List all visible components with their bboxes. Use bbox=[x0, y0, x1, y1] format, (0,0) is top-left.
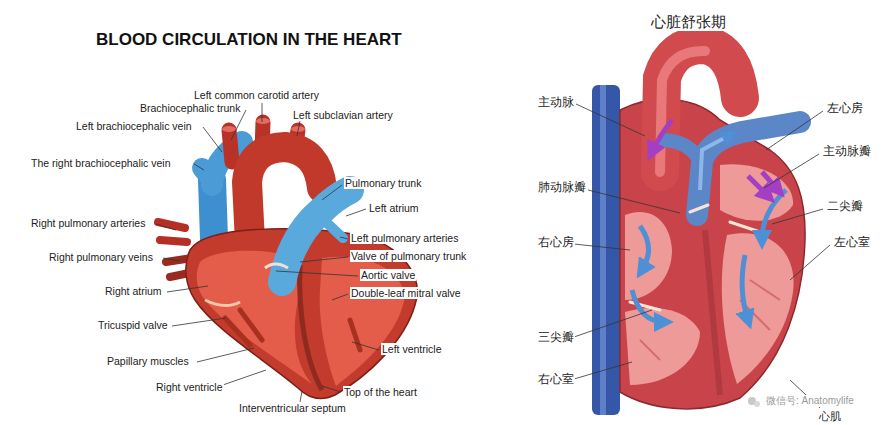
part-label: The right brachiocephalic vein bbox=[30, 157, 172, 169]
illustration-shape bbox=[588, 190, 680, 213]
part-label: Left ventricle bbox=[381, 343, 443, 355]
part-label: 三尖瓣 bbox=[537, 331, 575, 345]
part-label: Brachiocephalic trunk bbox=[139, 102, 241, 114]
illustration-shape bbox=[262, 103, 263, 122]
illustration-shape bbox=[632, 290, 664, 322]
illustration-shape bbox=[574, 244, 630, 250]
illustration-shape bbox=[700, 135, 730, 190]
part-label: 右心房 bbox=[537, 236, 575, 250]
part-label: 心肌 bbox=[818, 410, 842, 423]
illustration-shape bbox=[322, 185, 342, 200]
illustration-shape bbox=[158, 222, 185, 228]
illustration-shape bbox=[762, 190, 786, 240]
part-label: 肺动脉瓣 bbox=[537, 181, 587, 195]
illustration-shape bbox=[660, 51, 705, 172]
part-label: Right ventricle bbox=[155, 381, 224, 393]
diagram-title: BLOOD CIRCULATION IN THE HEART bbox=[96, 30, 402, 50]
part-label: Left pulmonary arteries bbox=[350, 232, 459, 244]
part-label: Interventricular septum bbox=[238, 402, 347, 414]
illustration-shape bbox=[265, 264, 288, 268]
part-label: Left atrium bbox=[368, 202, 420, 214]
part-label: 二尖瓣 bbox=[826, 200, 864, 214]
illustration-shape bbox=[231, 110, 246, 140]
illustration-shape bbox=[217, 370, 266, 387]
part-label: Top of the heart bbox=[343, 386, 418, 398]
part-label: Right atrium bbox=[104, 285, 163, 297]
illustration-shape bbox=[156, 224, 176, 230]
illustration-shape bbox=[222, 126, 236, 132]
part-label: Aortic valve bbox=[360, 269, 416, 281]
part-label: 主动脉 bbox=[537, 96, 575, 110]
part-label: Valve of pulmonary trunk bbox=[350, 250, 467, 262]
illustration-shape bbox=[766, 111, 823, 150]
illustration-shape bbox=[764, 154, 819, 188]
right-heart-section bbox=[592, 45, 805, 415]
part-label: 左心房 bbox=[826, 102, 864, 116]
watermark: 微信号: Anatomylife bbox=[765, 395, 855, 407]
illustration-shape bbox=[332, 294, 348, 300]
illustration-shape bbox=[256, 118, 270, 124]
illustration-shape bbox=[225, 310, 360, 350]
illustration-shape bbox=[194, 164, 204, 170]
part-label: Pulmonary trunk bbox=[344, 177, 422, 189]
panel-heading: 心脏舒张期 bbox=[650, 13, 727, 30]
illustration-shape bbox=[625, 212, 672, 300]
illustration-shape bbox=[167, 286, 208, 292]
part-label: Right pulmonary veins bbox=[48, 251, 154, 263]
illustration-shape bbox=[300, 257, 348, 262]
part-label: Left subclavian artery bbox=[292, 109, 394, 121]
illustration-shape bbox=[203, 127, 222, 152]
illustration-shape bbox=[790, 245, 830, 280]
illustration-shape bbox=[328, 224, 343, 238]
illustration-shape bbox=[352, 342, 379, 350]
part-label: Left common carotid artery bbox=[193, 89, 320, 101]
illustration-shape bbox=[592, 85, 620, 415]
illustration-shape bbox=[574, 362, 632, 379]
part-label: 主动脉瓣 bbox=[822, 145, 872, 159]
illustration-shape bbox=[722, 233, 794, 384]
illustration-shape bbox=[276, 271, 358, 276]
illustration-shape bbox=[322, 386, 341, 392]
part-label: Left brachiocephalic vein bbox=[75, 120, 193, 132]
illustration-shape bbox=[705, 230, 720, 395]
illustration-shape bbox=[772, 209, 823, 224]
illustration-shape bbox=[163, 258, 180, 261]
illustration-shape bbox=[340, 237, 348, 239]
part-label: Double-leaf mitral valve bbox=[350, 287, 462, 299]
illustration-shape bbox=[300, 265, 322, 390]
illustration-shape bbox=[160, 240, 187, 242]
illustration-shape bbox=[640, 226, 649, 270]
illustration-shape bbox=[197, 348, 254, 362]
part-label: 右心室 bbox=[537, 373, 575, 387]
illustration-shape bbox=[346, 209, 366, 216]
illustration-shape bbox=[652, 120, 672, 152]
illustration-shape bbox=[282, 190, 350, 282]
part-label: Right pulmonary arteries bbox=[30, 217, 146, 229]
illustration-shape bbox=[229, 130, 232, 162]
illustration-shape bbox=[297, 121, 300, 136]
illustration-shape bbox=[574, 310, 652, 337]
part-label: Papillary muscles bbox=[106, 355, 190, 367]
part-label: Tricuspid valve bbox=[97, 319, 169, 331]
illustration-shape bbox=[742, 255, 748, 320]
illustration-shape bbox=[300, 391, 302, 402]
illustration-shape bbox=[665, 140, 702, 165]
illustration-shape bbox=[205, 300, 240, 306]
illustration-shape bbox=[172, 318, 226, 326]
part-label: 左心室 bbox=[833, 236, 871, 250]
illustration-shape bbox=[754, 401, 760, 407]
illustration-shape bbox=[576, 104, 645, 136]
leader-lines bbox=[156, 103, 830, 408]
illustration-shape bbox=[600, 85, 606, 415]
